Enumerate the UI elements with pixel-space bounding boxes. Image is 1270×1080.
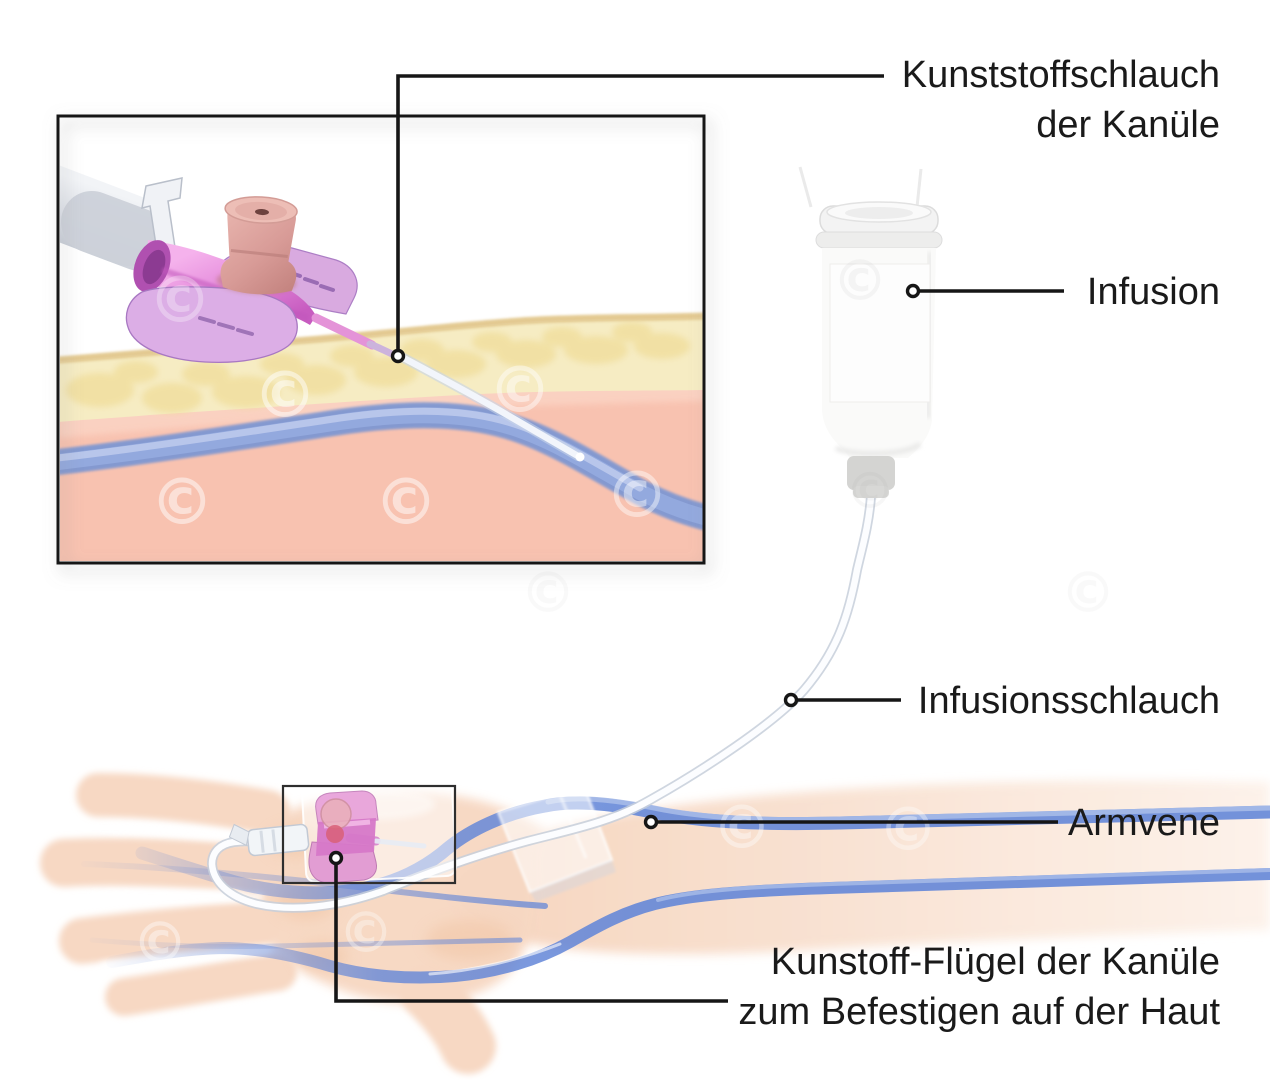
leader-dot xyxy=(328,850,344,866)
injection-port-cap xyxy=(216,196,298,295)
front-wing-slits xyxy=(198,316,254,336)
label-infusion-tube-text: Infusionsschlauch xyxy=(917,680,1220,722)
front-wing xyxy=(125,286,298,364)
leader-cannula-wings xyxy=(328,850,728,1003)
label-cannula-tube-line1: Kunststoffschlauch xyxy=(901,54,1220,96)
label-infusion-tube: Infusionsschlauch xyxy=(918,676,1220,726)
hand-and-forearm-illustration xyxy=(40,491,1270,1074)
infusion-bottle xyxy=(798,166,943,498)
leader-infusion-tube xyxy=(783,692,901,708)
leader-dot xyxy=(905,283,921,299)
hand-vein-branch-1 xyxy=(81,861,548,909)
label-cannula-wings-line2: zum Befestigen auf der Haut xyxy=(738,991,1220,1033)
zoom-region-outline xyxy=(281,784,457,885)
cannula-port-cap-top xyxy=(320,798,352,830)
label-infusion-text: Infusion xyxy=(1086,271,1220,313)
leader-infusion xyxy=(905,283,1064,299)
copyright-icon: © xyxy=(488,354,552,428)
bottle-hanger-line xyxy=(915,168,923,208)
leader-dot xyxy=(390,348,406,364)
bottle-hanger-line xyxy=(798,166,813,208)
lower-arm-vein-highlight xyxy=(656,868,1270,902)
copyright-icon: © xyxy=(374,466,438,540)
label-infusion: Infusion xyxy=(1087,267,1220,317)
copyright-icon: © xyxy=(832,249,888,314)
leader-lines xyxy=(328,74,1064,1003)
bottle-base-inner xyxy=(845,207,913,219)
bottle-cap-nub xyxy=(853,486,889,498)
index-finger xyxy=(76,773,290,834)
copyright-icon: © xyxy=(338,901,394,966)
copyright-icon: © xyxy=(605,459,669,533)
hand-vein-branch-2 xyxy=(89,937,523,950)
hand-cannula xyxy=(228,790,427,884)
cannula-port-red-center xyxy=(326,825,344,843)
leader-dot xyxy=(783,692,799,708)
infusion-tube xyxy=(206,491,876,913)
leader-dot xyxy=(643,814,659,830)
label-cannula-tube: Kunststoffschlauch der Kanüle xyxy=(902,50,1220,150)
inset-cannula-device xyxy=(60,165,402,364)
cannula-catheter-thin xyxy=(373,838,427,849)
leader-cannula-tube xyxy=(390,74,884,364)
copyright-icon: © xyxy=(148,264,212,338)
port-cap-slit xyxy=(254,209,269,216)
copyright-watermarks-main: © © © © © © © © xyxy=(132,249,1116,976)
inset-cross-section: © © © © © © xyxy=(56,114,706,565)
label-cannula-wings-line1: Kunstoff-Flügel der Kanüle xyxy=(770,941,1220,983)
infusion-tube-core xyxy=(208,492,875,911)
copyright-icon: © xyxy=(878,795,938,865)
upper-arm-vein-highlight xyxy=(545,796,1270,823)
inset-border xyxy=(56,114,706,565)
copyright-icon: © xyxy=(132,911,188,976)
needle-barrel-collar xyxy=(61,191,171,271)
luer-connector xyxy=(228,823,310,857)
leader-arm-vein xyxy=(643,814,1058,830)
bottle-shoulder-shade xyxy=(834,441,922,457)
copyright-icon: © xyxy=(712,793,772,863)
lower-arm-vein xyxy=(106,868,1270,984)
label-arm-vein: Armvene xyxy=(1068,798,1220,848)
copyright-icon: © xyxy=(845,462,895,520)
bottle-lip xyxy=(815,231,943,249)
catheter-tip xyxy=(575,452,585,462)
hub-opening-inner xyxy=(142,249,166,285)
pinky-finger xyxy=(105,953,297,1016)
copyright-icon: © xyxy=(253,359,317,433)
thumb xyxy=(400,964,496,1074)
catheter-under-skin xyxy=(394,351,582,460)
vein-sheen xyxy=(428,942,562,976)
copyright-icon: © xyxy=(520,561,576,626)
label-cannula-tube-line2: der Kanüle xyxy=(1036,104,1220,146)
copyright-icon: © xyxy=(150,466,214,540)
label-cannula-wings: Kunstoff-Flügel der Kanüle zum Befestige… xyxy=(738,937,1220,1037)
label-arm-vein-text: Armvene xyxy=(1067,802,1220,844)
fat-lobules xyxy=(66,322,690,413)
copyright-icon: © xyxy=(1060,561,1116,626)
bottle-cap xyxy=(847,456,895,490)
copyright-watermarks-inset: © © © © © © xyxy=(148,264,669,540)
